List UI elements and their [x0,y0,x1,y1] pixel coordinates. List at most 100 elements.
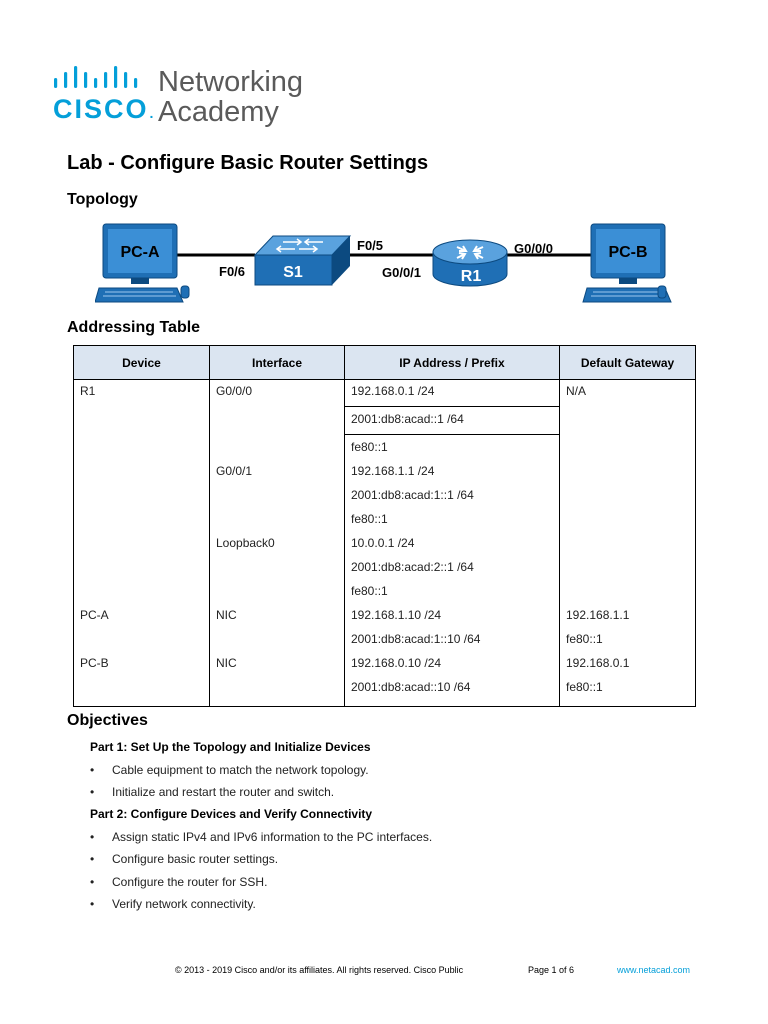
table-cell [73,486,210,510]
column-header-default-gateway: Default Gateway [559,345,696,380]
table-cell: fe80::1 [344,582,560,606]
table-cell: 192.168.0.1 [559,654,696,678]
table-cell: PC-B [73,654,210,678]
table-cell [73,558,210,582]
addressing-table: Device Interface IP Address / Prefix Def… [73,345,696,707]
column-header-ip-address: IP Address / Prefix [344,345,560,380]
table-cell: NIC [209,654,345,678]
table-row: fe80::1 [73,434,696,462]
bullet-icon: • [90,897,95,911]
table-row: 2001:db8:acad:1::10 /64 fe80::1 [73,630,696,654]
table-cell: 2001:db8:acad:1::1 /64 [344,486,560,510]
table-cell: fe80::1 [559,630,696,654]
list-item: •Verify network connectivity. [90,897,256,911]
pc-a-icon [94,223,190,303]
logo-academy-text: Academy [158,96,279,128]
pc-b-icon [582,223,672,303]
s1-label: S1 [283,264,303,281]
table-cell [559,534,696,558]
table-cell: 2001:db8:acad:1::10 /64 [344,630,560,654]
footer-website-link[interactable]: www.netacad.com [617,965,691,975]
port-label-r1-g001: G0/0/1 [382,265,422,280]
pc-b-label: PC-B [608,244,647,261]
table-header-row: Device Interface IP Address / Prefix Def… [73,345,696,380]
table-row: 2001:db8:acad:1::1 /64 [73,486,696,510]
table-cell [73,582,210,606]
table-row: Loopback0 10.0.0.1 /24 [73,534,696,558]
table-cell: 2001:db8:acad:2::1 /64 [344,558,560,582]
r1-label: R1 [461,268,482,285]
table-cell [73,406,210,435]
bullet-icon: • [90,763,95,777]
topology-diagram: PC-A S1 R1 PC-B F0/6 F0/5 G0/0/1 G0/0/0 [94,218,675,310]
table-cell [73,434,210,462]
footer-copyright: © 2013 - 2019 Cisco and/or its affiliate… [175,965,464,975]
table-cell: NIC [209,606,345,630]
table-row: fe80::1 [73,510,696,534]
document-title: Lab - Configure Basic Router Settings [67,152,429,174]
bullet-icon: • [90,785,95,799]
footer-page-number: Page 1 of 6 [528,965,575,975]
table-cell: G0/0/1 [209,462,345,486]
table-cell: 192.168.1.1 [559,606,696,630]
port-label-s1-f06: F0/6 [219,264,246,279]
table-cell [559,558,696,582]
list-item: •Initialize and restart the router and s… [90,785,335,799]
table-cell: fe80::1 [344,510,560,534]
topology-heading: Topology [67,191,138,208]
table-cell [559,486,696,510]
table-cell [209,510,345,534]
table-cell [73,534,210,558]
table-cell: fe80::1 [344,434,560,462]
router-r1-icon [432,239,508,287]
cisco-wordmark: CISCO. [53,94,154,124]
table-cell [209,406,345,435]
table-cell [73,630,210,654]
bullet-icon: • [90,875,95,889]
table-cell [73,510,210,534]
switch-s1-icon [253,235,352,286]
table-cell [559,510,696,534]
table-cell: 2001:db8:acad::1 /64 [344,406,560,435]
table-cell: Loopback0 [209,534,345,558]
table-cell [559,406,696,435]
bullet-icon: • [90,830,95,844]
table-row: G0/0/1 192.168.1.1 /24 [73,462,696,486]
topology-svg: PC-A S1 R1 PC-B [94,223,672,303]
table-cell [559,582,696,606]
bullet-icon: • [90,852,95,866]
table-cell [559,434,696,462]
table-row: 2001:db8:acad::1 /64 [73,406,696,435]
part2-title: Part 2: Configure Devices and Verify Con… [90,807,373,821]
table-cell [209,630,345,654]
table-cell [209,486,345,510]
part1-title: Part 1: Set Up the Topology and Initiali… [90,740,371,754]
table-row: 2001:db8:acad::10 /64 fe80::1 [73,678,696,707]
table-row: fe80::1 [73,582,696,606]
cisco-bridge-icon [54,66,138,88]
port-label-r1-g000: G0/0/0 [514,241,554,256]
table-cell: 2001:db8:acad::10 /64 [344,678,560,707]
column-header-interface: Interface [209,345,345,380]
table-cell: 10.0.0.1 /24 [344,534,560,558]
table-cell: PC-A [73,606,210,630]
table-cell: 192.168.0.1 /24 [344,379,560,407]
column-header-device: Device [73,345,210,380]
table-cell [209,582,345,606]
table-row: R1 G0/0/0 192.168.0.1 /24 N/A [73,379,696,407]
list-item: •Configure the router for SSH. [90,875,268,889]
table-cell [559,462,696,486]
list-item: •Configure basic router settings. [90,852,279,866]
table-cell [209,558,345,582]
table-cell [209,678,345,707]
logo-networking-text: Networking [158,66,304,98]
table-cell: fe80::1 [559,678,696,707]
pc-a-label: PC-A [120,244,160,261]
table-cell: N/A [559,379,696,407]
port-label-s1-f05: F0/5 [357,238,384,253]
table-cell [73,462,210,486]
table-cell [73,678,210,707]
list-item: •Cable equipment to match the network to… [90,763,369,777]
table-cell: 192.168.1.10 /24 [344,606,560,630]
table-cell: R1 [73,379,210,407]
